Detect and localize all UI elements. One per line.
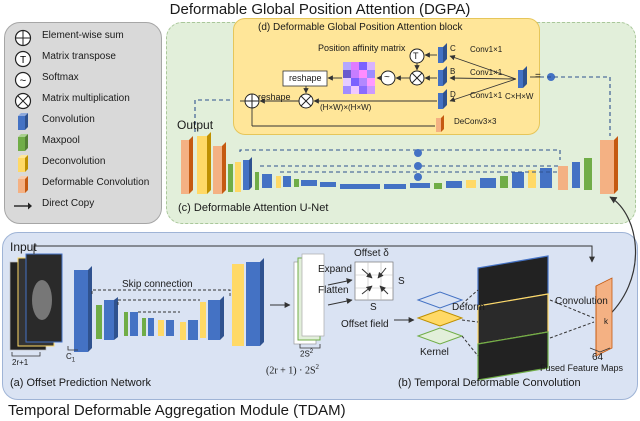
- convolution-icon: [18, 113, 28, 130]
- unet-input-deformable: [600, 136, 618, 194]
- matmul-op-1: [409, 70, 425, 86]
- unet-caption: (c) Deformable Attention U-Net: [178, 202, 329, 214]
- dims-label: (H×W)×(H×W): [320, 103, 372, 112]
- legend-row-convolution: Convolution: [14, 112, 154, 132]
- caption-b: (b) Temporal Deformable Convolution: [398, 377, 581, 389]
- formula-label: (2r + 1) · 2S2: [266, 363, 320, 377]
- maxpool-icon: [18, 134, 28, 151]
- conv-d-label: Conv1×1: [470, 91, 503, 100]
- softmax-icon: ~: [14, 71, 32, 89]
- offset-stack: [293, 253, 325, 345]
- conv-c-block: [438, 43, 447, 63]
- deconvolution-icon: [18, 155, 28, 172]
- affinity-matrix: [343, 62, 375, 94]
- transpose-glyph: T: [20, 55, 26, 66]
- two-s2-label: 2S2: [300, 349, 314, 359]
- output-label: Output: [177, 118, 214, 132]
- legend-label: Convolution: [42, 114, 95, 125]
- conv-d-block: [438, 89, 447, 109]
- fused-feature-map: [595, 277, 613, 357]
- reshape-box-label: reshape: [289, 73, 322, 83]
- offset-network-layers: [74, 258, 264, 352]
- two-r-plus-one-label: 2r+1: [12, 358, 29, 367]
- reshape-label: reshape: [258, 92, 291, 102]
- unet-output-deformable: [181, 136, 193, 194]
- fused-label: Fused Feature Maps: [540, 363, 624, 373]
- chw-label: C×H×W: [505, 92, 534, 101]
- legend-row-matmul: Matrix multiplication: [14, 91, 154, 111]
- conv-b-label: Conv1×1: [470, 68, 503, 77]
- element-wise-sum-icon: [14, 29, 32, 47]
- offset-field-label: Offset field: [341, 319, 389, 330]
- unet-layers: [181, 132, 618, 194]
- legend-row-transpose: T Matrix transpose: [14, 49, 154, 69]
- conv-c-label: Conv1×1: [470, 45, 503, 54]
- legend-label: Softmax: [42, 72, 79, 83]
- legend-label: Direct Copy: [42, 198, 95, 209]
- legend-label: Matrix multiplication: [42, 93, 130, 104]
- deformable-convolution-icon: [18, 176, 28, 193]
- deconv-block: [436, 115, 444, 132]
- block-title: (d) Deformable Global Position Attention…: [258, 22, 463, 33]
- matrix-multiplication-icon: [14, 92, 32, 110]
- flatten-label: Flatten: [318, 285, 349, 296]
- depth-64-label: 64: [592, 352, 604, 363]
- c-label: C: [450, 44, 456, 53]
- legend-row-direct-copy: Direct Copy: [14, 196, 154, 216]
- kernel-label: Kernel: [420, 347, 449, 358]
- legend-label: Matrix transpose: [42, 51, 116, 62]
- unet-deconv-1: [197, 132, 211, 194]
- softmax-glyph: ~: [20, 75, 26, 87]
- input-frames: [9, 253, 63, 351]
- expand-label: Expand: [318, 264, 352, 275]
- tdam-title: Temporal Deformable Aggregation Module (…: [8, 402, 346, 419]
- affinity-label: Position affinity matrix: [318, 43, 406, 53]
- legend-row-softmax: ~ Softmax: [14, 70, 154, 90]
- deform-label: Deform: [452, 302, 485, 313]
- conv-b-block: [438, 66, 447, 86]
- b-label: B: [450, 67, 456, 76]
- dgpa-title: Deformable Global Position Attention (DG…: [169, 1, 471, 18]
- legend-row-deformable: Deformable Convolution: [14, 175, 154, 195]
- legend-row-sum: Element-wise sum: [14, 28, 154, 48]
- legend-row-deconvolution: Deconvolution: [14, 154, 154, 174]
- offset-delta-label: Offset δ: [354, 248, 389, 259]
- equals-label: =: [535, 71, 541, 82]
- direct-copy-icon: [14, 202, 32, 210]
- offset-field-grid: [354, 261, 394, 301]
- deconv-label: DeConv3×3: [454, 117, 497, 126]
- c1-label: C1: [66, 352, 76, 364]
- deformed-frames: [477, 255, 549, 381]
- sum-op: [244, 93, 260, 109]
- unet-out-conv: [213, 142, 226, 194]
- legend-label: Maxpool: [42, 135, 80, 146]
- caption-a: (a) Offset Prediction Network: [10, 377, 152, 389]
- matrix-transpose-icon: T: [14, 50, 32, 68]
- s-label-right: S: [398, 276, 405, 287]
- convolution-label: Convolution: [555, 296, 608, 307]
- legend-label: Element-wise sum: [42, 30, 124, 41]
- legend-label: Deconvolution: [42, 156, 106, 167]
- matmul-op-2: [298, 93, 314, 109]
- transpose-op-glyph: T: [413, 51, 419, 61]
- reshape-box: [282, 70, 328, 87]
- input-feature-block: [518, 66, 527, 88]
- softmax-op-glyph: ~: [384, 72, 390, 83]
- input-label: Input: [10, 240, 37, 254]
- k-label: k: [604, 317, 608, 326]
- skip-label: Skip connection: [122, 279, 193, 290]
- legend-row-maxpool: Maxpool: [14, 133, 154, 153]
- d-label: D: [450, 90, 456, 99]
- s-label-bottom: S: [370, 302, 377, 313]
- legend-label: Deformable Convolution: [42, 177, 150, 188]
- kernel-grids: [416, 291, 464, 345]
